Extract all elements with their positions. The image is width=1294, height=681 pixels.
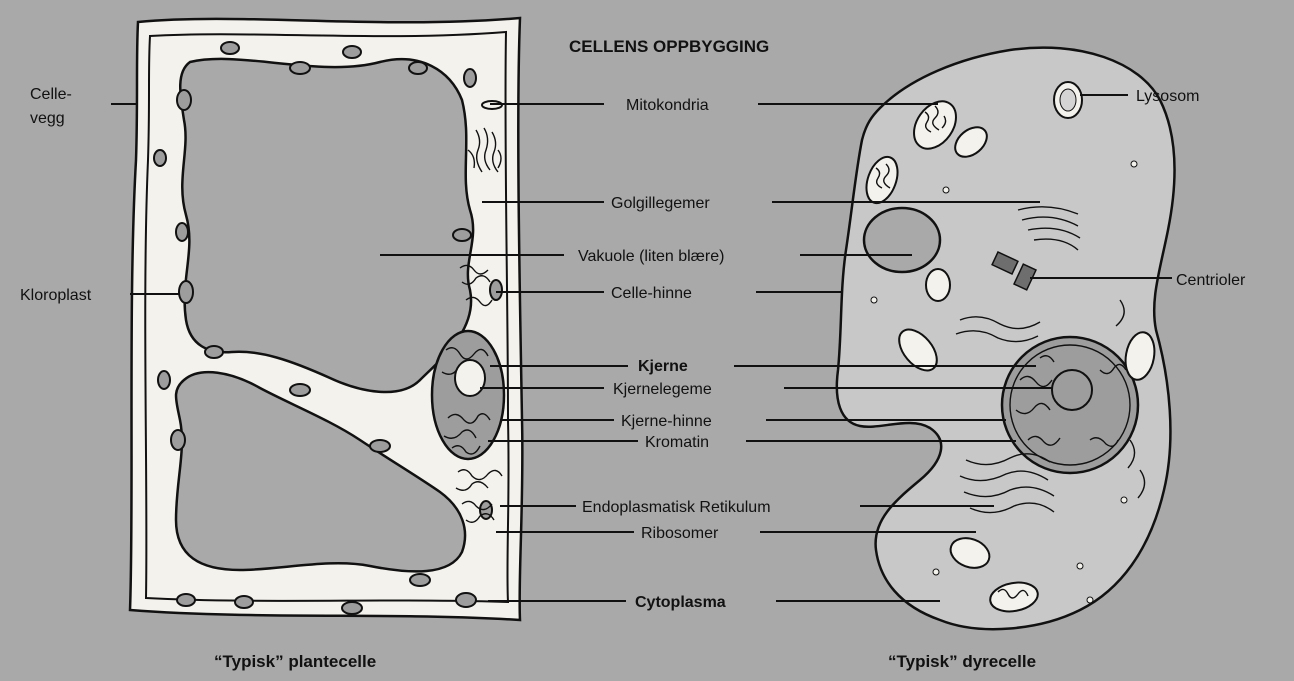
label-mitokondria: Mitokondria [626, 97, 709, 114]
label-kloroplast: Kloroplast [20, 287, 92, 304]
animal-cell [837, 48, 1175, 630]
plant-vacuole-upper [180, 59, 473, 392]
label-kjerne-hinne: Kjerne-hinne [621, 413, 712, 430]
page-title: CELLENS OPPBYGGING [569, 37, 769, 56]
label-lysosom: Lysosom [1136, 88, 1199, 105]
label-kjerne: Kjerne [638, 358, 688, 375]
label-celle-hinne: Celle-hinne [611, 285, 692, 302]
label-golgillegemer: Golgillegemer [611, 195, 710, 212]
label-ribosomer: Ribosomer [641, 525, 719, 542]
label-cellevegg-1: Celle- [30, 86, 72, 103]
caption-animal-cell: “Typisk” dyrecelle [888, 652, 1036, 671]
label-centrioler: Centrioler [1176, 272, 1246, 289]
animal-nucleolus [1052, 370, 1092, 410]
label-vakuole: Vakuole (liten blære) [578, 248, 724, 265]
label-cytoplasma: Cytoplasma [635, 594, 726, 611]
label-cellevegg-2: vegg [30, 110, 65, 127]
label-kromatin: Kromatin [645, 434, 709, 451]
label-kjernelegeme: Kjernelegeme [613, 381, 712, 398]
plant-nucleolus [455, 360, 485, 396]
label-endoplasmatisk: Endoplasmatisk Retikulum [582, 499, 771, 516]
plant-cell [130, 18, 522, 620]
animal-cell-body [837, 48, 1175, 630]
caption-plant-cell: “Typisk” plantecelle [214, 652, 376, 671]
animal-vacuole [864, 208, 940, 272]
